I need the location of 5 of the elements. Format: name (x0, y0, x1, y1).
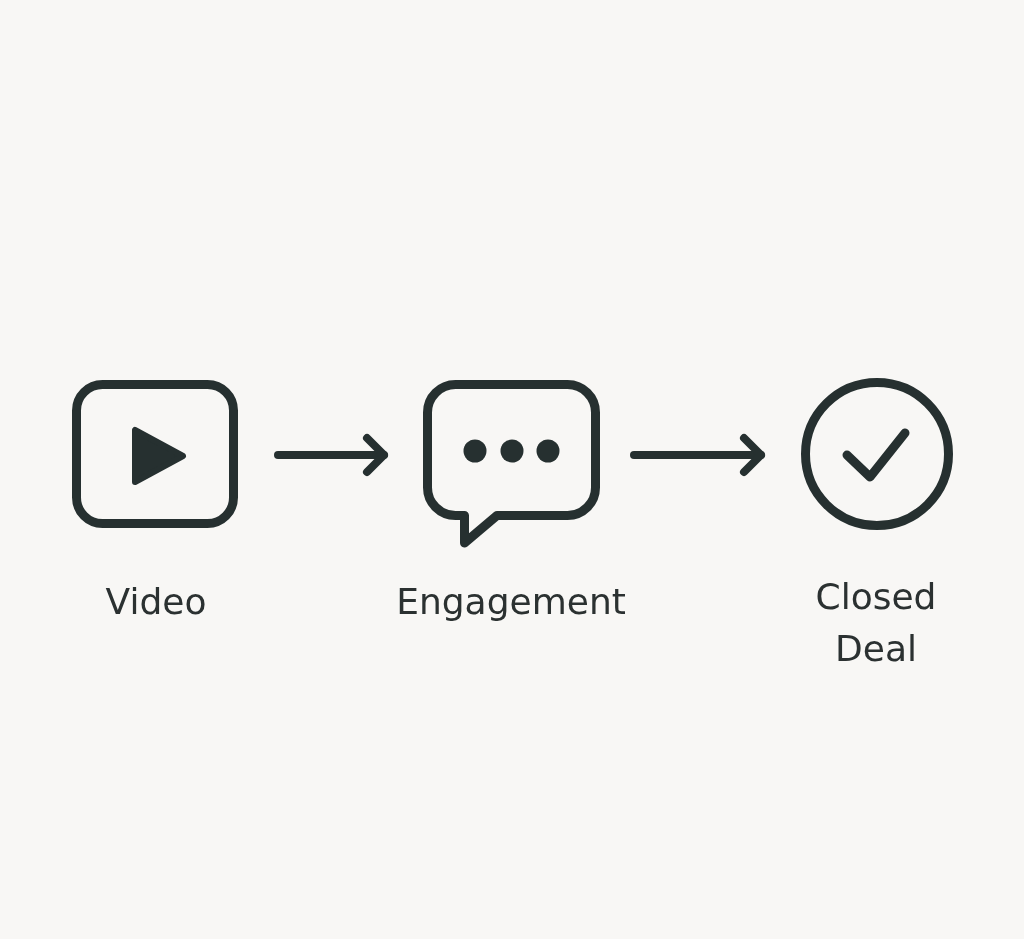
arrow (630, 434, 765, 476)
node-label: Video (104, 580, 208, 624)
node-label: Closed Deal (814, 575, 938, 671)
node-label: Engagement (395, 580, 627, 624)
arrow (274, 434, 388, 476)
